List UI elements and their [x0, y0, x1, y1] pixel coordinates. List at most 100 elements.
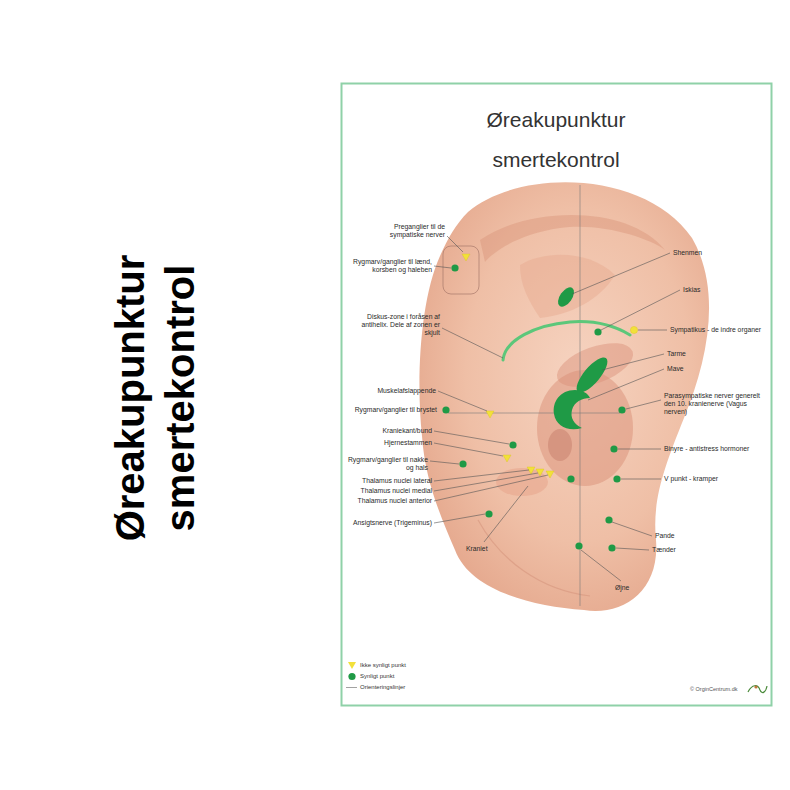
legend-swatch — [347, 672, 357, 681]
hidden-point — [536, 469, 544, 476]
point-label: Tænder — [652, 546, 712, 554]
point-label: Iskias — [683, 286, 768, 294]
disc-zone — [503, 322, 630, 360]
poster-frame — [342, 84, 772, 706]
leader-line — [434, 431, 509, 444]
green-zone — [554, 390, 590, 429]
leader-line — [612, 522, 652, 536]
visible-point — [509, 441, 516, 448]
orientation-line — [448, 413, 620, 414]
hidden-point — [546, 471, 554, 478]
ear-shape — [548, 429, 572, 461]
point-label: Kraniekant/bund — [346, 427, 432, 435]
point-label: Thalamus nuclei medial — [345, 487, 432, 495]
point-label: Diskus-zone i foråsen af antihelix. Dele… — [356, 313, 440, 337]
leader-line — [602, 354, 664, 370]
point-label: Rygmarv/ganglier til brystet — [345, 406, 437, 414]
leader-line — [434, 266, 451, 268]
leader-line — [618, 449, 661, 450]
leader-line — [434, 473, 538, 491]
visible-point — [575, 542, 582, 549]
logo — [754, 685, 757, 688]
disc-zone — [503, 322, 630, 360]
point-label: Parasympatiske nerver generelt den 10. k… — [664, 392, 768, 416]
leader-line — [484, 486, 528, 542]
point-label: Rygmarv/ganglier til nakke og hals — [346, 456, 428, 472]
leader-line — [434, 514, 485, 523]
point-label: Shenmen — [673, 249, 768, 257]
green-zone — [554, 285, 613, 430]
ear-shape — [480, 215, 665, 262]
legend-label: Orienteringslinjer — [360, 683, 405, 692]
leader-line — [430, 236, 680, 581]
legend-swatch — [348, 673, 355, 680]
page-title: Øreakupunktur smertekontrol — [105, 228, 205, 568]
leader-line — [434, 475, 548, 501]
visible-point — [442, 406, 449, 413]
orientation-line — [448, 185, 620, 606]
hidden-point — [503, 455, 511, 462]
point-label: Rygmarv/ganglier til lænd, korsben og ha… — [346, 258, 432, 274]
ear-shape — [520, 255, 615, 318]
point-label: Tarme — [667, 350, 767, 358]
point-label: Mave — [667, 365, 767, 373]
zone-box — [443, 246, 479, 294]
leader-line — [616, 548, 649, 550]
leader-line — [601, 290, 680, 330]
visible-point — [459, 460, 466, 467]
visible-point — [485, 510, 492, 517]
point-label: Kraniet — [466, 545, 506, 553]
point-label: Hjernestammen — [346, 439, 432, 447]
visible-point — [610, 445, 617, 452]
leader-line — [621, 479, 661, 480]
visible-point — [567, 475, 574, 482]
ear-shape — [478, 520, 590, 596]
leader-line — [447, 236, 463, 252]
legend-entry: Ikke synligt punkt — [347, 661, 437, 671]
visible-point — [594, 328, 601, 335]
point-label: Sympatikus - de indre organer — [670, 326, 768, 334]
leader-line — [581, 550, 621, 581]
legend-line-sample — [346, 687, 357, 688]
visible-point — [618, 406, 625, 413]
leader-line — [588, 369, 664, 400]
legend-label: Ikke synligt punkt — [360, 661, 406, 670]
hidden-point — [630, 326, 637, 333]
green-zone — [555, 285, 577, 310]
visible-point — [451, 264, 458, 271]
legend-entry: Synligt punkt — [347, 672, 437, 682]
legend-swatch — [347, 661, 357, 670]
point-label: Pande — [655, 532, 715, 540]
leader-line — [438, 391, 487, 411]
point-label: Binyre - antistress hormoner — [664, 445, 768, 453]
point-label: Øjne — [615, 584, 655, 592]
hidden-point — [462, 254, 470, 261]
leader-line — [430, 461, 459, 464]
point-label: Thalamus nuclei lateral — [345, 477, 432, 485]
leader-line — [434, 470, 529, 481]
ear-shape — [496, 468, 548, 496]
leader-line — [626, 400, 661, 409]
poster-frame — [342, 84, 772, 706]
visible-point — [608, 544, 615, 551]
hidden-point — [527, 467, 535, 474]
legend-line-sample — [346, 687, 357, 688]
legend-label: Synligt punkt — [360, 672, 394, 681]
point-label: Thalamus nuclei anterior — [345, 497, 432, 505]
logo — [748, 685, 767, 692]
leader-line — [572, 253, 670, 294]
point-label: Ansigtsnerve (Trigeminus) — [345, 519, 432, 527]
point-label: V punkt - kramper — [664, 475, 768, 483]
visible-point — [605, 516, 612, 523]
leader-line — [442, 328, 503, 358]
legend-entry: Orienteringslinjer — [347, 683, 437, 693]
legend-swatch — [348, 662, 356, 669]
point-label: Muskelafslappende — [346, 387, 436, 395]
logo — [748, 686, 767, 693]
leader-line — [434, 443, 503, 456]
copyright: © OrginCentrum.dk — [690, 686, 746, 693]
zone-box — [443, 246, 479, 294]
poster-title: Øreakupunktur smertekontrol — [456, 100, 656, 180]
visible-point — [613, 475, 620, 482]
